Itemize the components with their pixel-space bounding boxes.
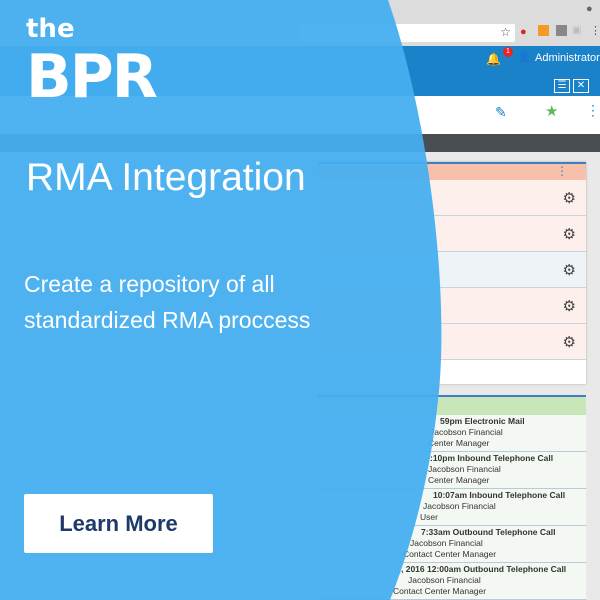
user-name[interactable]: Administrator <box>535 52 600 64</box>
analytics-icon[interactable] <box>538 25 549 36</box>
logo-text-small: the <box>26 14 75 44</box>
learn-more-button[interactable]: Learn More <box>24 494 213 553</box>
activity-title: 7:33am Outbound Telephone Call <box>421 527 556 537</box>
camera-icon[interactable]: ▣ <box>572 25 582 36</box>
activity-assignee: Contact Center Manager <box>393 586 487 596</box>
activity-title: , 2016 12:00am Outbound Telephone Call <box>401 564 567 574</box>
list-view-button[interactable]: ☰ <box>554 79 570 93</box>
gear-icon[interactable]: ⚙ <box>562 334 576 351</box>
ad-title: RMA Integration <box>26 156 306 199</box>
activity-contact: Jacobson Financial <box>428 464 501 474</box>
ad-subtitle: Create a repository of all standardized … <box>24 271 311 333</box>
activity-title: :10pm Inbound Telephone Call <box>430 453 554 463</box>
bpr-logo: the BPR <box>26 14 158 112</box>
user-icon: 👤 <box>518 52 531 63</box>
panel-menu-icon[interactable]: ⋮ <box>556 164 568 178</box>
gear-icon[interactable]: ⚙ <box>562 298 576 315</box>
extension-icon[interactable] <box>556 25 567 36</box>
favorite-star-icon[interactable]: ★ <box>545 103 559 120</box>
activity-contact: Jacobson Financial <box>430 427 503 437</box>
close-button[interactable]: ✕ <box>573 79 589 93</box>
gear-icon[interactable]: ⚙ <box>562 226 576 243</box>
gear-icon[interactable]: ⚙ <box>562 262 576 279</box>
activity-assignee: User <box>420 512 438 522</box>
activity-assignee: Center Manager <box>428 475 490 485</box>
activity-contact: Jacobson Financial <box>410 538 483 548</box>
menu-dots-icon[interactable]: ⋮ <box>590 25 600 37</box>
activity-title: 10:07am Inbound Telephone Call <box>433 490 566 500</box>
activity-title: 59pm Electronic Mail <box>440 416 525 426</box>
notification-badge: 1 <box>503 47 513 57</box>
bell-icon[interactable]: 🔔 <box>486 52 501 66</box>
logo-text-big: BPR <box>26 42 158 112</box>
edit-icon[interactable]: ✎ <box>495 104 507 120</box>
gear-icon[interactable]: ⚙ <box>562 190 576 207</box>
more-icon[interactable]: ⋮ <box>586 102 600 118</box>
star-icon[interactable]: ☆ <box>500 25 511 39</box>
activity-assignee: Contact Center Manager <box>403 549 497 559</box>
profile-icon[interactable]: ● <box>586 3 593 15</box>
activity-contact: Jacobson Financial <box>423 501 496 511</box>
activity-assignee: Center Manager <box>428 438 490 448</box>
activity-contact: Jacobson Financial <box>408 575 481 585</box>
pinterest-icon[interactable]: ● <box>520 26 527 38</box>
